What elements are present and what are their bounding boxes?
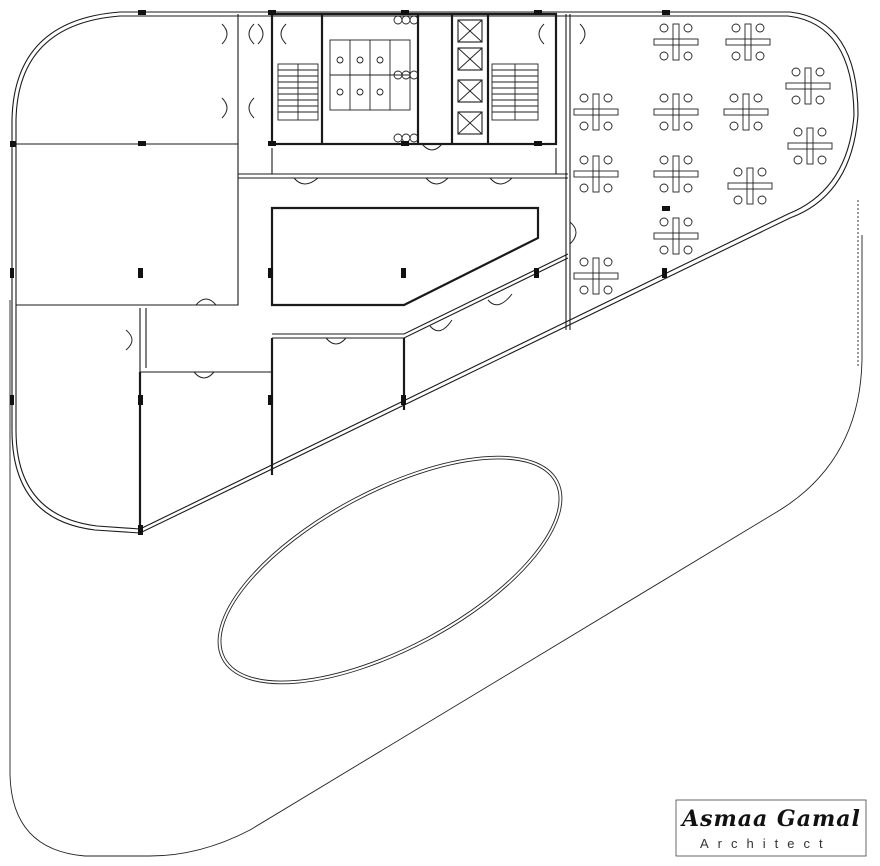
building-envelope-inner (15, 15, 855, 530)
architect-signature: Asmaa Gamal Architect (676, 800, 866, 856)
columns (10, 10, 670, 535)
elliptical-void (217, 455, 563, 685)
signature-frame (675, 799, 867, 857)
doors (125, 23, 586, 379)
signature-subtitle: Architect (700, 836, 832, 851)
building-envelope (11, 11, 859, 534)
workstations (573, 23, 833, 295)
service-core (270, 12, 558, 146)
signature-name: Asmaa Gamal (682, 806, 861, 832)
site-boundary (9, 235, 863, 857)
